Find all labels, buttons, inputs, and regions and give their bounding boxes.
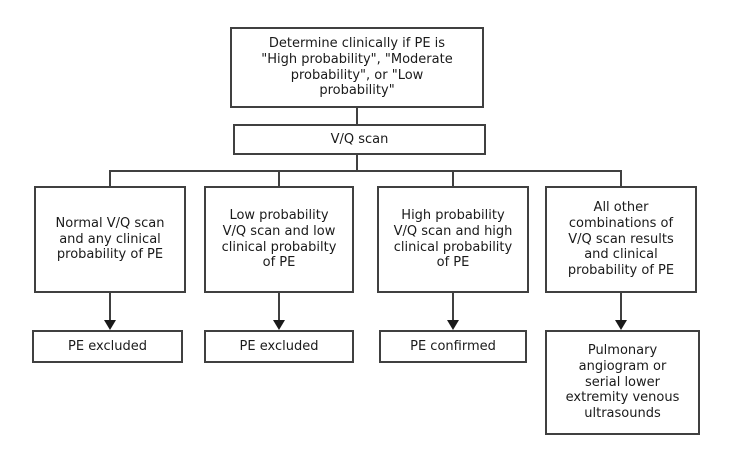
arrow-shaft-lowlow-to-excluded (278, 293, 280, 321)
node-outcome-further-testing-label: Pulmonary angiogram or serial lower extr… (565, 342, 680, 422)
node-outcome-pe-excluded-1: PE excluded (32, 330, 183, 363)
node-outcome-further-testing: Pulmonary angiogram or serial lower extr… (545, 330, 700, 435)
connector-stub-normal-scan (109, 170, 111, 186)
node-clinical-assessment-label: Determine clinically if PE is "High prob… (261, 35, 453, 99)
node-normal-scan-any-clinical: Normal V/Q scan and any clinical probabi… (34, 186, 186, 293)
node-outcome-pe-confirmed-label: PE confirmed (410, 338, 496, 354)
node-vq-scan: V/Q scan (233, 124, 486, 155)
connector-stub-low-low (278, 170, 280, 186)
node-high-scan-high-clinical-label: High probability V/Q scan and high clini… (393, 207, 513, 271)
node-low-scan-low-clinical-label: Low probability V/Q scan and low clinica… (221, 207, 337, 271)
node-outcome-pe-excluded-1-label: PE excluded (68, 338, 147, 354)
connector-clinical-to-vq (356, 108, 358, 124)
node-all-other-combinations: All other combinations of V/Q scan resul… (545, 186, 697, 293)
node-outcome-pe-excluded-2: PE excluded (204, 330, 354, 363)
arrow-head-down-icon (273, 320, 285, 330)
arrow-shaft-normal-to-excluded (109, 293, 111, 321)
node-high-scan-high-clinical: High probability V/Q scan and high clini… (377, 186, 529, 293)
arrow-head-down-icon (447, 320, 459, 330)
node-outcome-pe-excluded-2-label: PE excluded (239, 338, 319, 354)
arrow-head-down-icon (104, 320, 116, 330)
arrow-head-down-icon (615, 320, 627, 330)
arrow-shaft-highhigh-to-confirmed (452, 293, 454, 321)
node-all-other-combinations-label: All other combinations of V/Q scan resul… (567, 199, 675, 279)
connector-branch-rail (109, 170, 622, 172)
node-vq-scan-label: V/Q scan (330, 131, 389, 147)
arrow-shaft-other-to-testing (620, 293, 622, 321)
connector-stub-high-high (452, 170, 454, 186)
node-normal-scan-any-clinical-label: Normal V/Q scan and any clinical probabi… (55, 215, 165, 263)
node-outcome-pe-confirmed: PE confirmed (379, 330, 527, 363)
node-low-scan-low-clinical: Low probability V/Q scan and low clinica… (204, 186, 354, 293)
node-clinical-assessment: Determine clinically if PE is "High prob… (230, 27, 484, 108)
connector-vq-down (356, 155, 358, 171)
connector-stub-all-other (620, 170, 622, 186)
